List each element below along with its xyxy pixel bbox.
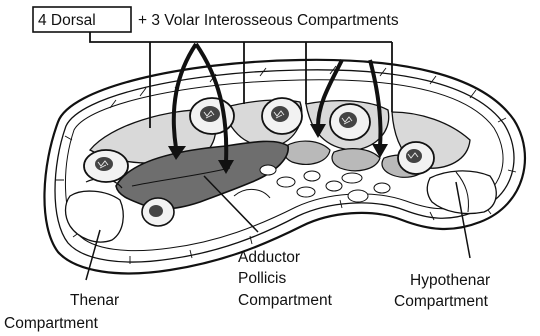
title-boxed-text: 4 Dorsal [38,12,96,29]
hypothenar-line-2: Compartment [394,293,489,310]
thenar-line-1: Thenar [70,292,119,309]
thenar-label: Thenar Compartment [4,292,119,332]
adductor-line-2: Pollicis [238,270,286,287]
bone-1 [84,150,128,182]
hypothenar-label: Hypothenar Compartment [394,272,490,310]
adductor-line-3: Compartment [238,292,333,309]
bone-3 [262,98,302,134]
bone-4 [330,104,370,140]
adductor-line-1: Adductor [238,249,300,266]
sesamoid-bone [142,198,174,226]
bone-5 [398,142,434,174]
thenar-line-2: Compartment [4,315,99,332]
hypothenar-line-1: Hypothenar [410,272,490,289]
title-rest-text: + 3 Volar Interosseous Compartments [138,12,399,29]
bone-2 [190,98,234,134]
adductor-pollicis-label: Adductor Pollicis Compartment [238,249,333,309]
